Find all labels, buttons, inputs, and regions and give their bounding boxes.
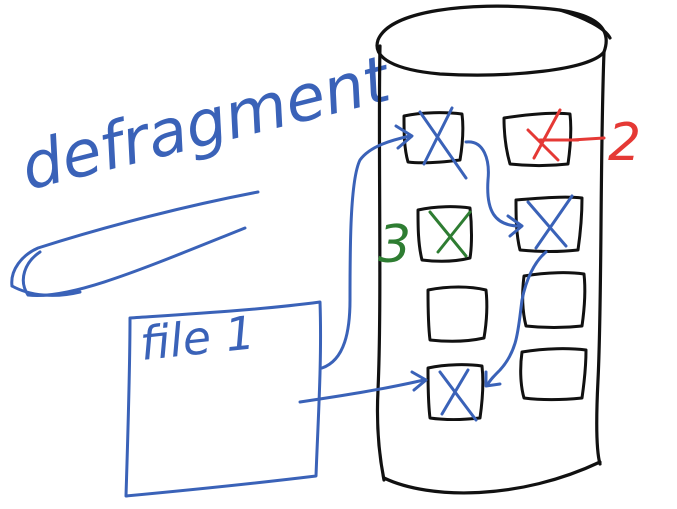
link-file-to-left-4 xyxy=(298,378,426,404)
disk-cylinder xyxy=(375,4,612,495)
green-mark-3: 3 xyxy=(378,215,411,275)
block-left-2 xyxy=(416,205,473,263)
file-1-box xyxy=(124,300,323,498)
block-crosses xyxy=(418,106,580,422)
cross-left-2 xyxy=(428,210,472,258)
block-right-2 xyxy=(514,195,584,253)
disk-left-side xyxy=(375,44,386,482)
cross-left-1 xyxy=(418,106,468,180)
block-right-3 xyxy=(521,271,587,329)
defragment-label: defragment xyxy=(14,42,400,205)
block-left-1 xyxy=(402,111,465,165)
file-1-label: file 1 xyxy=(138,305,258,371)
block-right-4 xyxy=(519,347,588,401)
disk-bottom-curve xyxy=(382,460,602,495)
green-mark-3-label: 3 xyxy=(378,215,411,275)
disk-blocks xyxy=(402,111,588,421)
defragment-arrow xyxy=(10,190,260,298)
link-left-1-to-right-2 xyxy=(464,140,522,228)
red-mark-2-label: 2 xyxy=(608,113,641,173)
block-left-3 xyxy=(426,285,489,343)
fragment-chain xyxy=(298,124,548,404)
disk-top-stroke xyxy=(558,8,612,40)
cross-right-2 xyxy=(526,194,574,250)
disk-top-ellipse xyxy=(375,4,608,77)
block-left-4 xyxy=(426,363,485,421)
link-right-2-to-left-4 xyxy=(486,250,548,386)
red-mark-2: 2 xyxy=(570,113,641,173)
block-right-1 xyxy=(502,111,573,167)
disk-right-side xyxy=(595,50,606,466)
link-file-to-left-1 xyxy=(320,134,412,370)
cross-left-4 xyxy=(438,368,478,422)
